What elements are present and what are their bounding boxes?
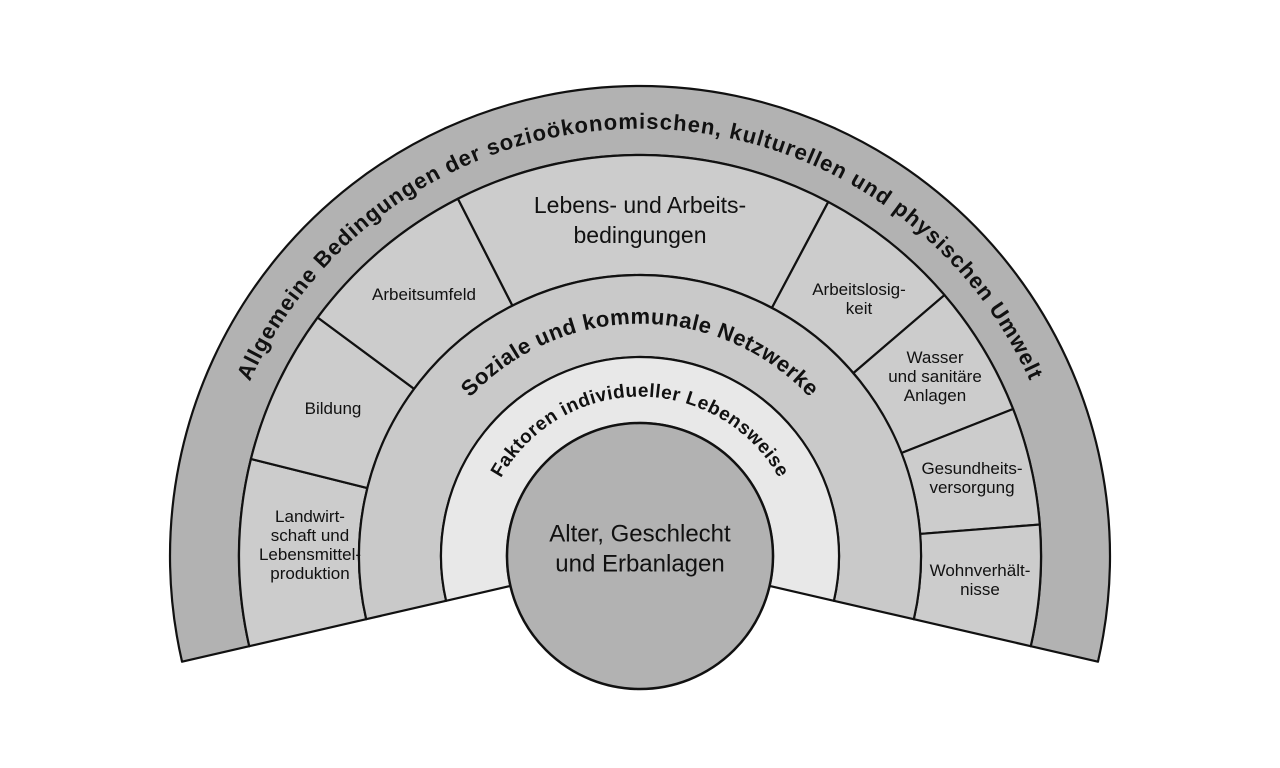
label-line: versorgung <box>929 478 1014 497</box>
label-line: produktion <box>270 564 349 583</box>
label-line: schaft und <box>271 526 349 545</box>
label-line: und Erbanlagen <box>555 550 724 577</box>
label-line: Wohnverhält- <box>930 561 1031 580</box>
label-wohnverhaeltnisse: Wohnverhält-nisse <box>930 561 1031 599</box>
label-line: keit <box>846 299 873 318</box>
label-arbeitsumfeld: Arbeitsumfeld <box>372 285 476 304</box>
label-line: Arbeitsumfeld <box>372 285 476 304</box>
label-bildung: Bildung <box>305 399 362 418</box>
label-line: Gesundheits- <box>921 459 1022 478</box>
label-line: Landwirt- <box>275 507 345 526</box>
label-line: Arbeitslosig- <box>812 280 906 299</box>
label-line: Alter, Geschlecht <box>549 520 731 547</box>
label-line: Lebens- und Arbeits- <box>534 192 746 218</box>
label-line: Wasser <box>907 348 964 367</box>
label-line: Bildung <box>305 399 362 418</box>
label-line: und sanitäre <box>888 367 982 386</box>
label-line: bedingungen <box>573 222 706 248</box>
label-line: Anlagen <box>904 386 966 405</box>
label-arbeitslosigkeit: Arbeitslosig-keit <box>812 280 906 318</box>
label-alter-geschlecht-erbanlagen: Alter, Geschlecht und Erbanlagen <box>549 520 731 577</box>
label-lebens-und-arbeitsbedingungen: Lebens- und Arbeits-bedingungen <box>534 192 746 248</box>
label-line: Lebensmittel- <box>259 545 361 564</box>
label-line: nisse <box>960 580 1000 599</box>
label-gesundheitsversorgung: Gesundheits-versorgung <box>921 459 1022 497</box>
core-circle-alter-geschlecht-erbanlagen <box>505 421 775 691</box>
